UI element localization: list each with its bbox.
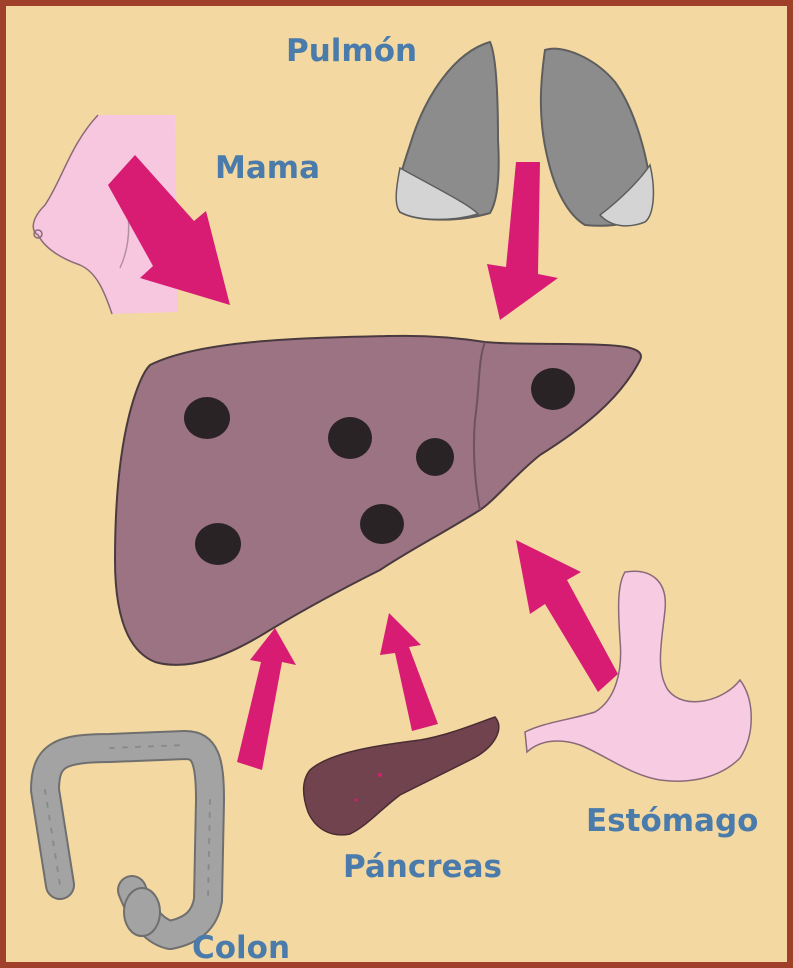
- pancreas-spot: [355, 799, 358, 802]
- pancreas-spot: [378, 773, 382, 777]
- label-lung: Pulmón: [286, 36, 417, 67]
- label-colon: Colon: [192, 933, 290, 964]
- liver-lesion: [184, 397, 230, 439]
- liver-lesion: [195, 523, 241, 565]
- colon-rectum: [124, 888, 160, 936]
- label-breast: Mama: [215, 153, 320, 184]
- label-stomach: Estómago: [586, 806, 758, 837]
- liver-lesion: [328, 417, 372, 459]
- liver-lesion: [531, 368, 575, 410]
- liver-lesion: [360, 504, 404, 544]
- liver-lesion: [416, 438, 454, 476]
- label-pancreas: Páncreas: [343, 852, 502, 883]
